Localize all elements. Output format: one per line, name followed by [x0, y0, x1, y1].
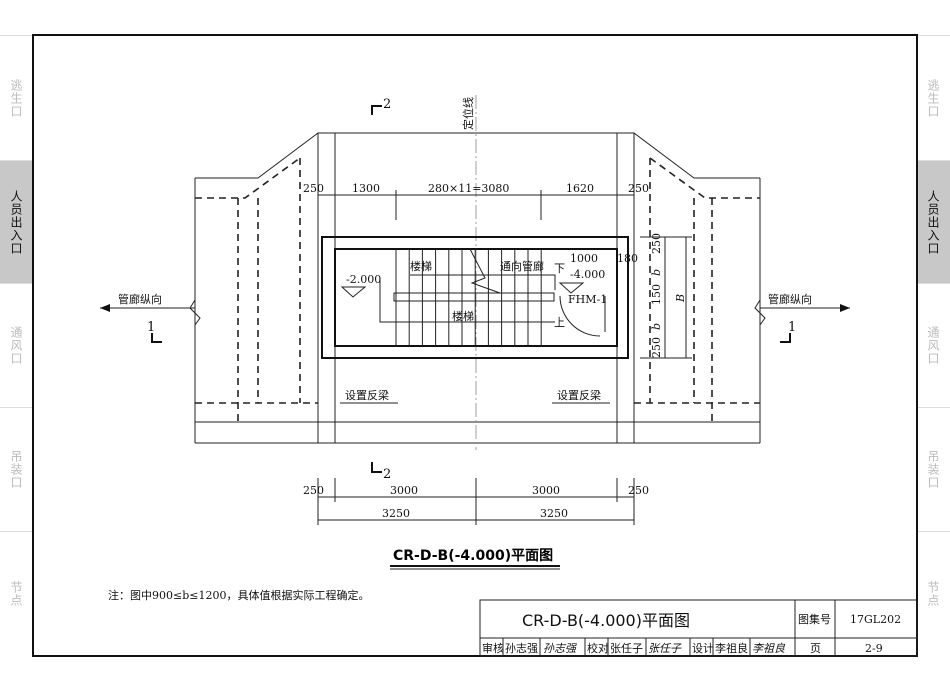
tab-node-right[interactable]: 节点	[917, 531, 950, 655]
tab-ventilation[interactable]: 通风口	[0, 283, 33, 407]
up-label: 上	[554, 316, 565, 329]
note-text: 注：图中900≤b≤1200，具体值根据实际工程确定。	[108, 588, 369, 602]
dim-bottom-3: 250	[628, 484, 649, 497]
reviewer-name: 孙志强	[505, 642, 538, 655]
section-bottom-label: 2	[383, 467, 391, 482]
level-left-icon	[340, 286, 367, 298]
dim-top-2: 280×11=3080	[428, 182, 509, 195]
tab-hoisting[interactable]: 吊装口	[0, 407, 33, 531]
designer-name: 李祖良	[715, 641, 748, 655]
dim-bottom-1: 3000	[390, 484, 418, 497]
dim-bottom-0: 250	[303, 484, 324, 497]
section-mark-right	[780, 333, 791, 343]
tab-ventilation-right[interactable]: 通风口	[917, 283, 950, 407]
dim-1000: 1000	[570, 252, 598, 265]
section-left-label: 1	[147, 320, 155, 335]
tab-escape-exit-right[interactable]: 逃生口	[917, 35, 950, 160]
dim-top-1: 1300	[352, 182, 380, 195]
corridor-right-label: 管廊纵向	[768, 292, 812, 306]
section-mark-bottom	[371, 462, 382, 473]
dimensions-top: 250 1300 280×11=3080 1620 250	[303, 182, 649, 230]
dimensions-bottom: 250 3000 3000 250 3250 3250	[303, 478, 649, 525]
axis-label: 定位线	[461, 97, 475, 130]
corridor-left-label: 管廊纵向	[118, 292, 162, 306]
stairwell	[321, 236, 629, 359]
tab-node[interactable]: 节点	[0, 531, 33, 655]
checker-signature: 张任子	[648, 642, 682, 655]
dim-top-4: 250	[628, 182, 649, 195]
level-right-icon	[558, 282, 585, 294]
door-label: FHM-1	[568, 293, 607, 306]
beam-left-label: 设置反梁	[345, 388, 389, 402]
dim-180: 180	[617, 252, 638, 265]
dim-bottom-2: 3000	[532, 484, 560, 497]
stair-label-bottom: 楼梯	[452, 309, 474, 323]
down-label: 下	[554, 262, 565, 275]
dim-top-3: 1620	[566, 182, 594, 195]
section-mark-left	[151, 333, 162, 343]
level-right: -4.000	[570, 268, 605, 281]
dim-right-b1: b	[650, 269, 663, 276]
tab-hoisting-right[interactable]: 吊装口	[917, 407, 950, 531]
atlas-number: 17GL202	[850, 613, 901, 626]
handrail	[393, 292, 555, 302]
check-label: 校对	[587, 641, 609, 655]
dim-right-B: B	[674, 294, 687, 303]
reviewer-signature: 孙志强	[543, 642, 577, 655]
structure-outline	[194, 95, 761, 450]
section-right-label: 1	[788, 320, 796, 335]
dim-bottom-total-2: 3250	[540, 507, 568, 520]
tab-personnel-entrance[interactable]: 人员出入口	[0, 160, 33, 283]
designer-signature: 李祖良	[752, 642, 786, 655]
title-block: CR-D-B(-4.000)平面图 图集号 17GL202 审核 孙志强 孙志强…	[479, 599, 918, 657]
drawing-caption: CR-D-B(-4.000)平面图	[393, 548, 553, 564]
title-block-title: CR-D-B(-4.000)平面图	[522, 611, 690, 630]
tab-escape-exit[interactable]: 逃生口	[0, 35, 33, 160]
page-label: 页	[810, 642, 821, 655]
tab-personnel-entrance-right[interactable]: 人员出入口	[917, 160, 950, 283]
checker-name: 张任子	[610, 642, 643, 655]
page-number: 2-9	[865, 642, 883, 655]
section-mark-top	[371, 105, 382, 115]
dim-right-150: 150	[650, 284, 663, 305]
review-label: 审核	[482, 641, 504, 655]
stair-label-top: 楼梯	[410, 259, 432, 273]
beam-right-label: 设置反梁	[557, 388, 601, 402]
sheet-frame	[32, 34, 918, 657]
section-top-label: 2	[383, 97, 391, 112]
dim-right-b2: b	[650, 323, 663, 330]
dim-right-250b: 250	[650, 337, 663, 358]
dimensions-right: 250 b 150 b 250 B	[640, 233, 692, 359]
design-label: 设计	[692, 642, 714, 655]
stair-treads	[395, 249, 542, 346]
dim-bottom-total-1: 3250	[382, 507, 410, 520]
level-left: -2.000	[346, 273, 381, 286]
door-swing	[559, 295, 601, 337]
to-corridor-label: 通向管廊	[500, 259, 544, 273]
dim-right-250a: 250	[650, 233, 663, 254]
dim-top-0: 250	[303, 182, 324, 195]
atlas-label: 图集号	[798, 612, 831, 626]
